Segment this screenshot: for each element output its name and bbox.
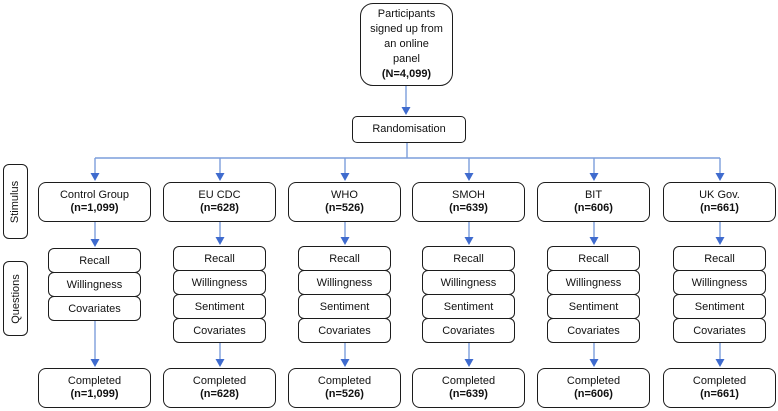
- randomisation-box: Randomisation: [352, 116, 466, 143]
- question-box: Sentiment: [547, 294, 640, 319]
- participants-n: (N=4,099): [381, 68, 432, 80]
- completed-n: (n=661): [700, 388, 739, 400]
- group-n: (n=606): [574, 202, 613, 214]
- group-box-bit: BIT (n=606): [537, 182, 650, 222]
- question-stack-smoh: Recall Willingness Sentiment Covariates: [422, 246, 515, 343]
- question-box: Covariates: [48, 296, 141, 321]
- completed-label: Completed: [566, 375, 621, 387]
- completed-box-bit: Completed (n=606): [537, 368, 650, 408]
- completed-label: Completed: [441, 375, 496, 387]
- question-box: Willingness: [298, 270, 391, 295]
- question-box: Recall: [673, 246, 766, 271]
- group-n: (n=526): [325, 202, 364, 214]
- question-box: Covariates: [547, 318, 640, 343]
- group-label: Control Group: [59, 189, 130, 201]
- group-label: WHO: [331, 189, 358, 201]
- completed-label: Completed: [67, 375, 122, 387]
- question-box: Recall: [48, 248, 141, 273]
- question-stack-control: Recall Willingness Covariates: [48, 248, 141, 321]
- completed-box-smoh: Completed (n=639): [412, 368, 525, 408]
- completed-label: Completed: [192, 375, 247, 387]
- question-box: Recall: [173, 246, 266, 271]
- question-box: Recall: [422, 246, 515, 271]
- question-box: Covariates: [298, 318, 391, 343]
- question-box: Sentiment: [422, 294, 515, 319]
- group-label: SMOH: [452, 189, 485, 201]
- question-box: Sentiment: [673, 294, 766, 319]
- question-box: Recall: [547, 246, 640, 271]
- group-box-who: WHO (n=526): [288, 182, 401, 222]
- group-n: (n=639): [449, 202, 488, 214]
- completed-box-who: Completed (n=526): [288, 368, 401, 408]
- question-box: Willingness: [547, 270, 640, 295]
- question-stack-ukgov: Recall Willingness Sentiment Covariates: [673, 246, 766, 343]
- question-box: Willingness: [673, 270, 766, 295]
- group-n: (n=661): [700, 202, 739, 214]
- participants-line: panel: [393, 53, 420, 65]
- completed-n: (n=639): [449, 388, 488, 400]
- completed-n: (n=628): [200, 388, 239, 400]
- arrowhead-group: [90, 107, 725, 367]
- completed-label: Completed: [692, 375, 747, 387]
- completed-label: Completed: [317, 375, 372, 387]
- stimulus-side-label: Stimulus: [3, 164, 28, 239]
- participants-box: Participants signed up from an online pa…: [360, 3, 453, 86]
- group-box-smoh: SMOH (n=639): [412, 182, 525, 222]
- participants-line: Participants: [377, 8, 436, 20]
- group-box-eucdc: EU CDC (n=628): [163, 182, 276, 222]
- participants-line: signed up from: [370, 23, 443, 35]
- group-label: BIT: [584, 189, 603, 201]
- questions-side-label: Questions: [3, 261, 28, 336]
- question-stack-who: Recall Willingness Sentiment Covariates: [298, 246, 391, 343]
- question-box: Covariates: [173, 318, 266, 343]
- participants-line: an online: [384, 38, 429, 50]
- question-stack-bit: Recall Willingness Sentiment Covariates: [547, 246, 640, 343]
- question-box: Willingness: [48, 272, 141, 297]
- group-n: (n=628): [200, 202, 239, 214]
- group-box-ukgov: UK Gov. (n=661): [663, 182, 776, 222]
- completed-n: (n=606): [574, 388, 613, 400]
- completed-box-ukgov: Completed (n=661): [663, 368, 776, 408]
- completed-n: (n=1,099): [70, 388, 119, 400]
- questions-label: Questions: [9, 273, 22, 324]
- question-box: Recall: [298, 246, 391, 271]
- question-box: Covariates: [673, 318, 766, 343]
- question-box: Sentiment: [298, 294, 391, 319]
- group-label: UK Gov.: [699, 189, 740, 201]
- stimulus-label: Stimulus: [9, 180, 22, 223]
- question-box: Willingness: [173, 270, 266, 295]
- question-box: Willingness: [422, 270, 515, 295]
- completed-box-control: Completed (n=1,099): [38, 368, 151, 408]
- completed-n: (n=526): [325, 388, 364, 400]
- question-box: Sentiment: [173, 294, 266, 319]
- group-box-control: Control Group (n=1,099): [38, 182, 151, 222]
- group-n: (n=1,099): [70, 202, 119, 214]
- randomisation-label: Randomisation: [372, 123, 446, 135]
- connector-line-group: [94, 86, 721, 360]
- completed-box-eucdc: Completed (n=628): [163, 368, 276, 408]
- group-label: EU CDC: [198, 189, 241, 201]
- question-box: Covariates: [422, 318, 515, 343]
- question-stack-eucdc: Recall Willingness Sentiment Covariates: [173, 246, 266, 343]
